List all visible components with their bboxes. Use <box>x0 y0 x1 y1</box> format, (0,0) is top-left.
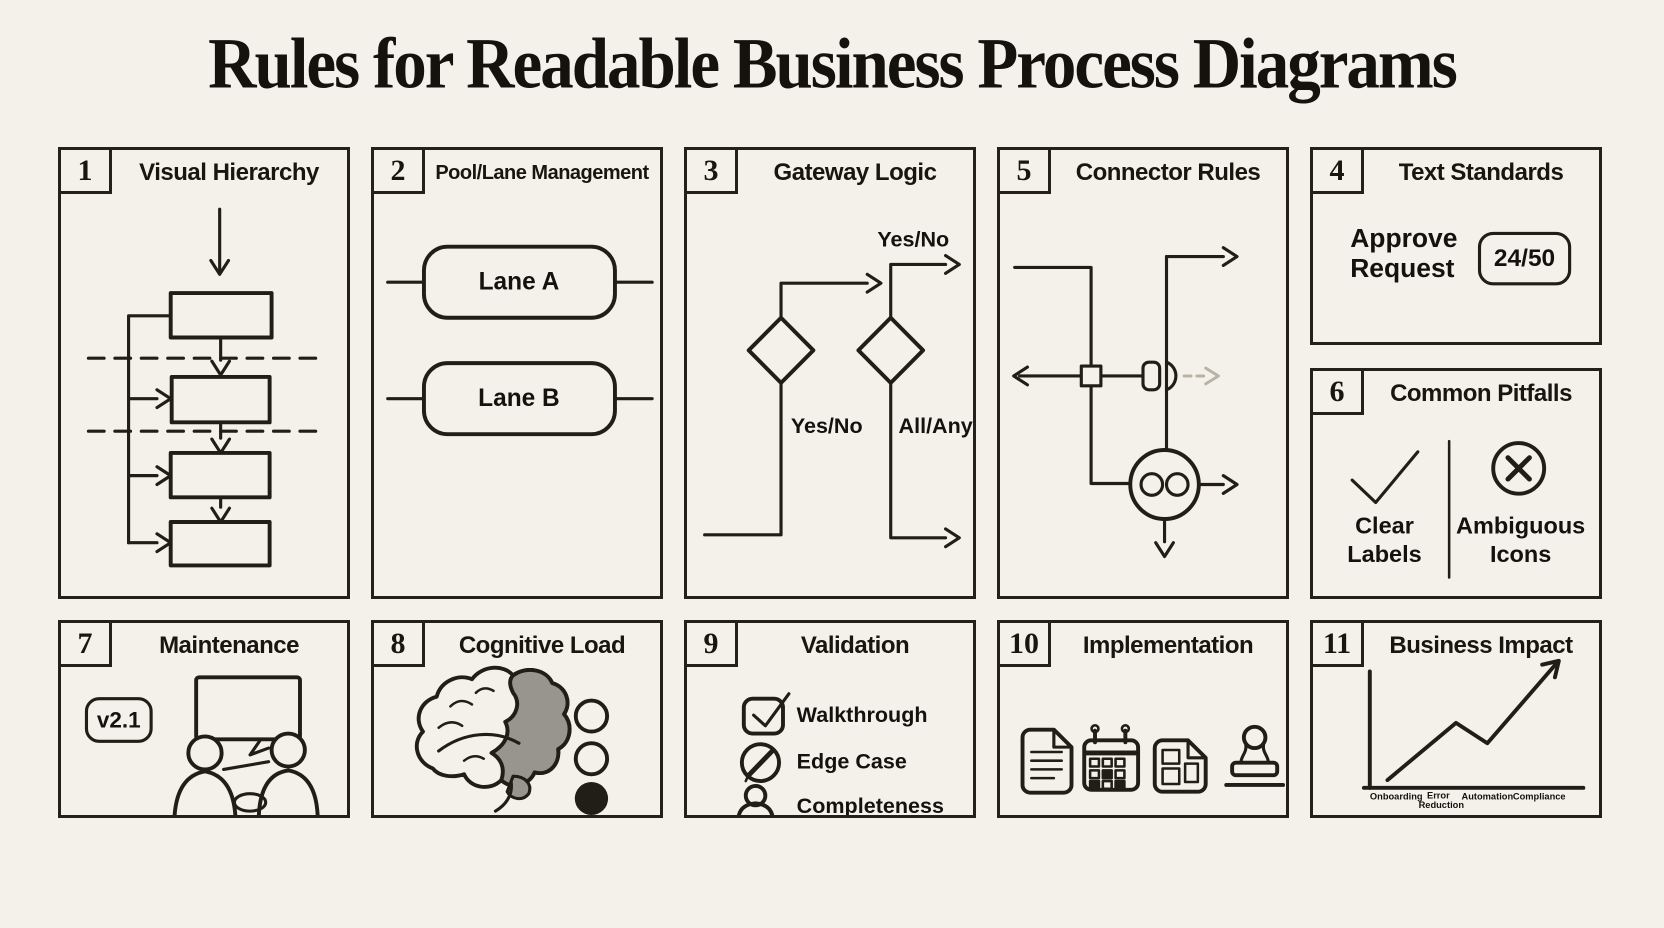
circled-x-icon <box>1491 441 1547 496</box>
panel-title: Text Standards <box>1398 159 1564 186</box>
poster-title: Rules for Readable Business Process Diag… <box>208 23 1458 104</box>
panel-business-impact: 11 Business Impact Onboarding Error Redu… <box>1310 620 1602 818</box>
x-label: Automation <box>1462 792 1514 802</box>
trend-line <box>1385 658 1561 783</box>
lane-b-shape: Lane B <box>386 361 654 437</box>
hop-bridge-icon <box>1141 360 1162 392</box>
gateway-right-label: All/Any <box>899 413 973 438</box>
checkmark-icon <box>1350 450 1420 505</box>
panel-title: Maintenance <box>159 632 299 659</box>
validation-checklist: Walkthrough Edge Case Completeness <box>736 692 944 815</box>
document-icon <box>1020 727 1074 795</box>
panel-number-badge: 9 <box>684 620 738 667</box>
gateway-sketch: Yes/No Yes/No All/Any <box>703 227 973 549</box>
panel-cognitive-load: 8 Cognitive Load <box>371 620 663 818</box>
gateway-left-label: Yes/No <box>791 413 863 438</box>
task-label-line2: Request <box>1350 253 1455 283</box>
implementation-icons <box>1020 724 1286 795</box>
good-label-line1: Clear <box>1355 513 1414 539</box>
person-icon <box>736 783 775 815</box>
x-label: Error <box>1427 791 1450 801</box>
gateway-diagram: Yes/No Yes/No All/Any <box>703 227 973 549</box>
validation-item-label: Edge Case <box>797 750 907 774</box>
desk-icon <box>232 792 268 813</box>
person-head-icon <box>269 731 307 769</box>
panel-title: Implementation <box>1082 632 1254 659</box>
panel-title: Cognitive Load <box>458 632 626 659</box>
panel-text-standards: 4 Text Standards Approve Request 24/50 <box>1310 147 1602 345</box>
panel-number-badge: 6 <box>1310 368 1364 415</box>
panel-connector-rules: 5 Connector Rules <box>997 147 1289 599</box>
screen-icon <box>194 675 302 742</box>
layout-template-icon <box>1152 738 1208 794</box>
panel-number-badge: 1 <box>58 147 112 194</box>
maintenance-illustration: v2.1 <box>84 675 320 815</box>
task-label-line1: Approve <box>1350 223 1457 253</box>
pencil-circle-icon <box>739 742 782 783</box>
calendar-icon <box>1082 724 1141 792</box>
panel-title: Validation <box>800 632 910 659</box>
panel-common-pitfalls: 6 Common Pitfalls Clear Labels Ambiguous… <box>1310 368 1602 599</box>
high-load-circle-icon <box>574 782 609 815</box>
panel-maintenance: 7 Maintenance v2.1 <box>58 620 350 818</box>
panel-visual-hierarchy: 1 Visual Hierarchy <box>58 147 350 599</box>
char-count-badge <box>1477 231 1572 286</box>
good-label-line2: Labels <box>1347 541 1421 567</box>
panel-title: Visual Hierarchy <box>139 159 319 186</box>
gateway-top-label: Yes/No <box>877 227 949 252</box>
pool-lane-diagram: Lane A Lane B <box>386 244 654 437</box>
x-label: Reduction <box>1419 800 1465 810</box>
chart-axes <box>1361 669 1586 790</box>
trend-chart: Onboarding Error Reduction Automation Co… <box>1361 658 1586 811</box>
low-load-circle-icon <box>573 698 610 734</box>
load-level-dots <box>573 698 610 815</box>
flowchart-sketch <box>86 207 326 568</box>
stamp-icon <box>1224 724 1286 787</box>
panel-number-badge: 10 <box>997 620 1051 667</box>
bad-label-line2: Icons <box>1490 541 1551 567</box>
panel-number-badge: 7 <box>58 620 112 667</box>
panel-number-badge: 3 <box>684 147 738 194</box>
version-badge: v2.1 <box>84 697 153 743</box>
x-label: Onboarding <box>1370 792 1423 802</box>
panel-gateway-logic: 3 Gateway Logic Yes/No Yes/No All/Any <box>684 147 976 599</box>
panel-implementation: 10 Implementation <box>997 620 1289 818</box>
lane-b-label: Lane B <box>478 385 560 412</box>
panel-pool-lane: 2 Pool/Lane Management Lane A Lane B <box>371 147 663 599</box>
validation-item-label: Completeness <box>797 794 944 815</box>
panel-validation: 9 Validation Walkthrough Edge Case Compl… <box>684 620 976 818</box>
visual-hierarchy-diagram <box>86 207 326 568</box>
panel-number-badge: 11 <box>1310 620 1364 667</box>
brain-icon <box>414 665 572 813</box>
junction-square-icon <box>1079 364 1103 388</box>
validation-item-label: Walkthrough <box>797 703 928 727</box>
lane-a-label: Lane A <box>479 269 560 296</box>
panel-number-badge: 4 <box>1310 147 1364 194</box>
person-head-icon <box>186 734 224 772</box>
panel-number-badge: 2 <box>371 147 425 194</box>
panel-title: Connector Rules <box>1075 159 1261 186</box>
version-label: v2.1 <box>97 708 141 733</box>
bad-label-line1: Ambiguous <box>1456 513 1585 539</box>
char-count-value: 24/50 <box>1494 245 1555 272</box>
x-axis-labels: Onboarding Error Reduction Automation Co… <box>1370 791 1566 811</box>
panel-title: Pool/Lane Management <box>435 161 649 184</box>
text-standards-diagram: Approve Request 24/50 <box>1350 223 1572 286</box>
panel-title: Business Impact <box>1389 632 1573 659</box>
pitfalls-diagram: Clear Labels Ambiguous Icons <box>1347 439 1585 579</box>
panel-title: Common Pitfalls <box>1390 380 1572 407</box>
people-at-screen-illustration <box>172 675 320 815</box>
connector-diagram <box>1012 246 1239 559</box>
cognitive-load-illustration <box>414 665 610 815</box>
panel-number-badge: 8 <box>371 620 425 667</box>
lane-a-shape: Lane A <box>386 244 654 320</box>
checkbox-icon <box>741 692 791 736</box>
connector-sketch <box>1012 246 1239 559</box>
panel-title: Gateway Logic <box>773 159 937 186</box>
x-label: Compliance <box>1513 792 1566 802</box>
faded-arrow-icon <box>1204 366 1220 386</box>
medium-load-circle-icon <box>573 741 610 777</box>
panel-number-badge: 5 <box>997 147 1051 194</box>
